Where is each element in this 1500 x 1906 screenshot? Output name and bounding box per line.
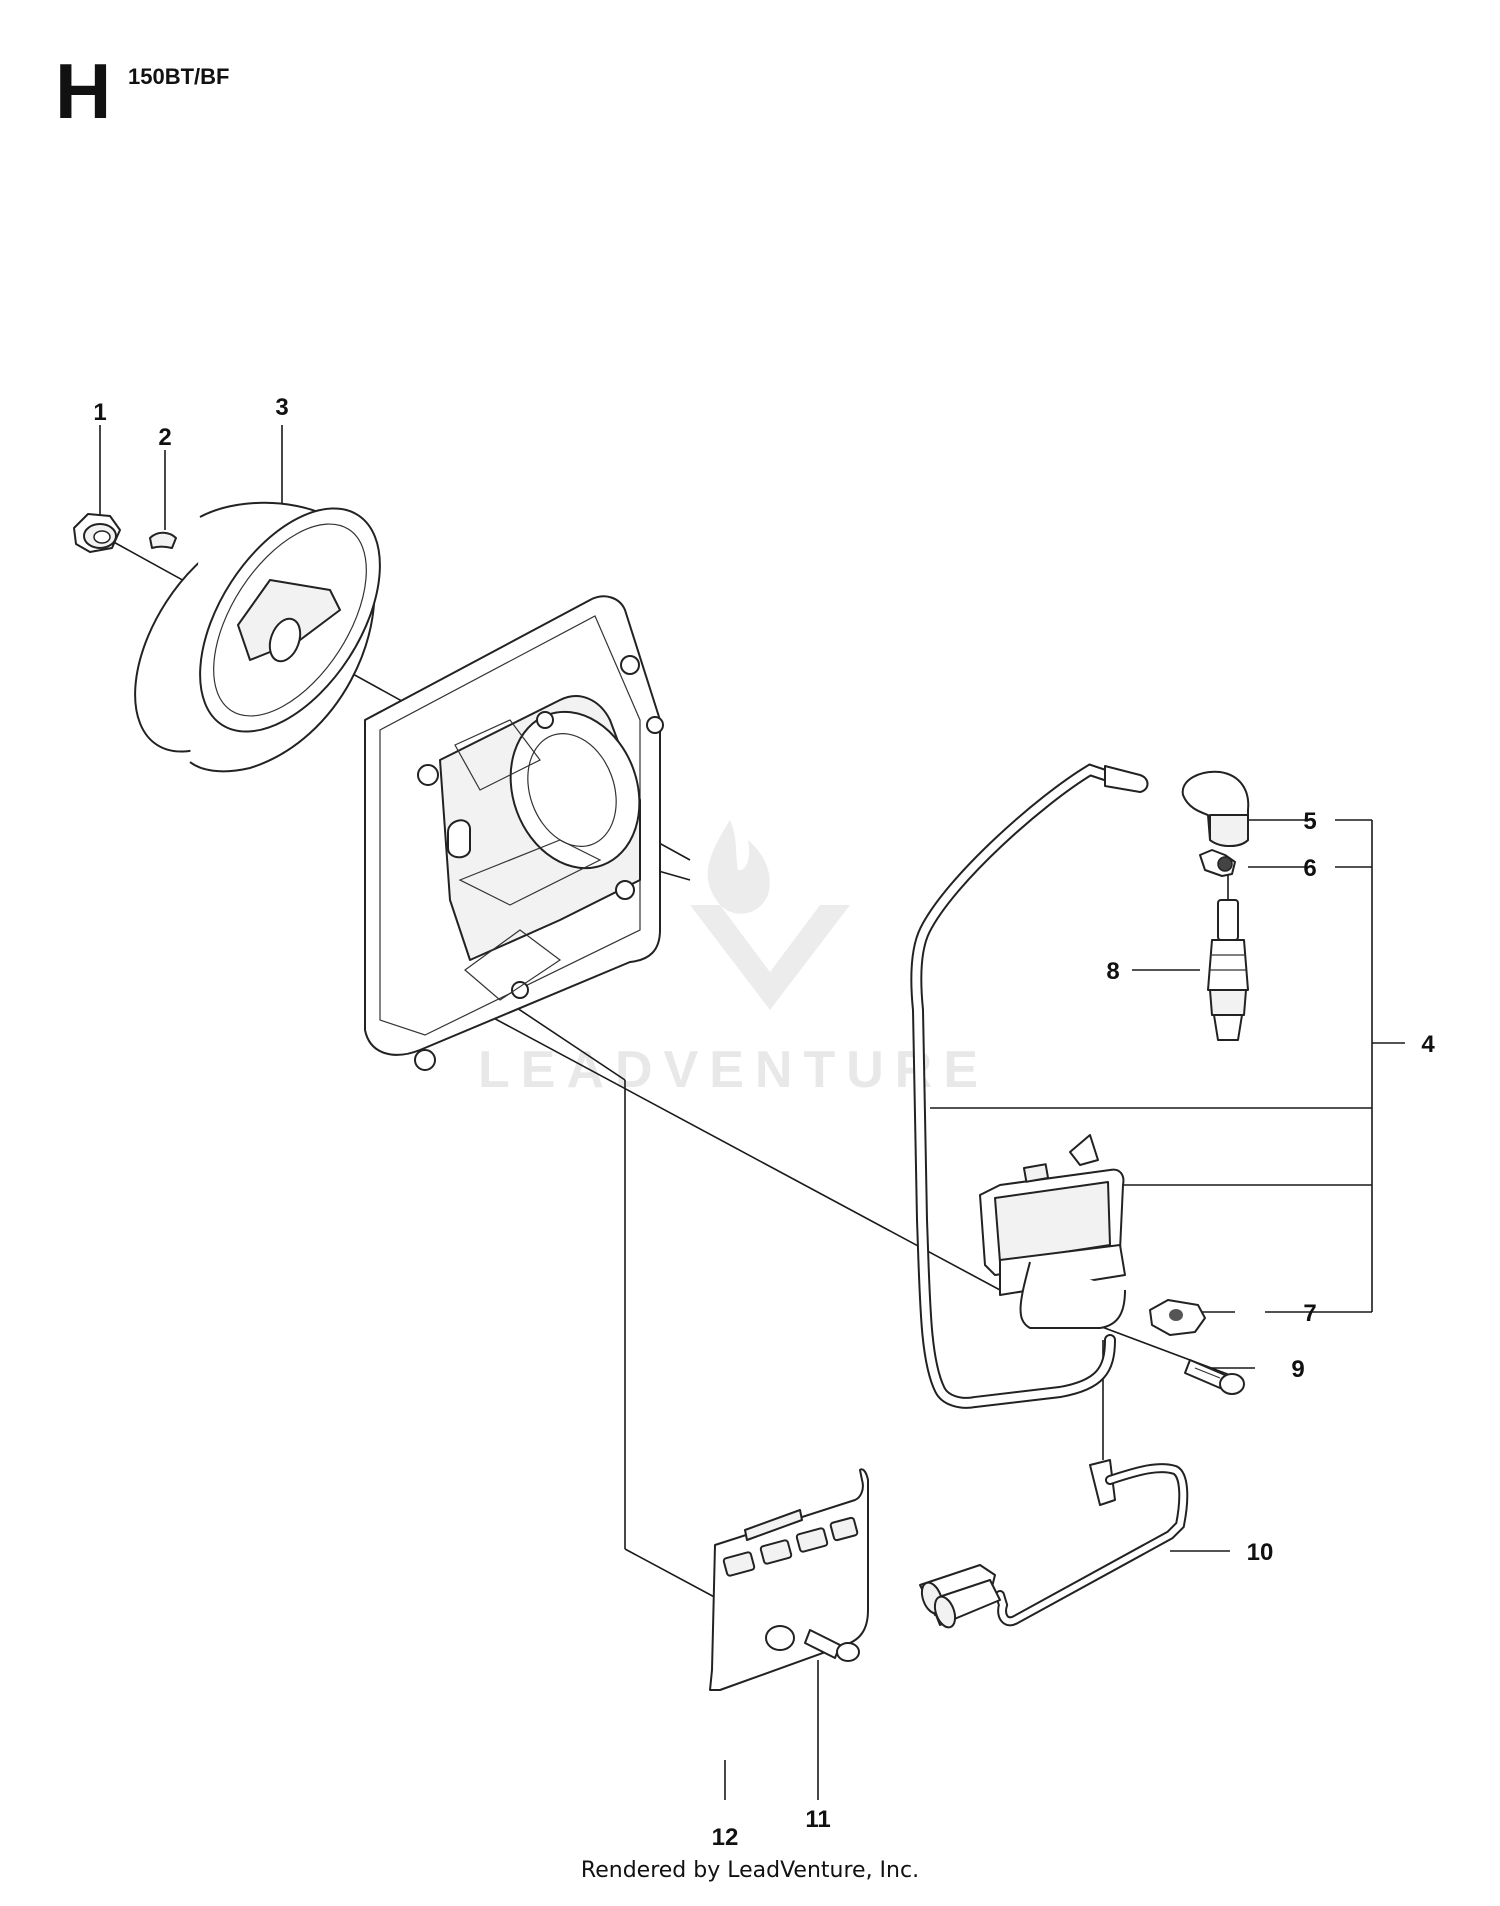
callout-1: 1: [93, 399, 106, 426]
part-1-nut: [73, 513, 121, 553]
part-5-plug-boot: [1181, 770, 1250, 847]
part-4-ignition-lead: [910, 763, 1149, 1409]
callout-2: 2: [158, 424, 171, 451]
footer-credit: Rendered by LeadVenture, Inc.: [580, 1858, 920, 1883]
part-10-stop-cable: [919, 1459, 1189, 1629]
crankcase-housing: [364, 595, 664, 1071]
callout-4: 4: [1421, 1031, 1435, 1058]
callout-8: 8: [1106, 958, 1119, 985]
callout-5: 5: [1303, 808, 1316, 835]
part-7-nut: [1149, 1299, 1206, 1336]
section-letter: H: [55, 47, 112, 135]
part-9-screw: [1184, 1359, 1245, 1395]
part-4-ignition-module: [979, 1134, 1126, 1329]
part-11-screw: [804, 1629, 860, 1662]
callout-10: 10: [1247, 1539, 1274, 1566]
watermark-text: LEADVENTURE: [478, 1041, 990, 1099]
part-8-spark-plug: [1207, 899, 1249, 1041]
callout-3: 3: [275, 394, 288, 421]
model-number: 150BT/BF: [128, 64, 230, 89]
part-2-key: [149, 531, 177, 549]
callout-numbers: 1 2 3 4 5 6 7 8 9 10 11 12: [93, 394, 1435, 1851]
callout-12: 12: [712, 1824, 739, 1851]
callout-11: 11: [805, 1806, 830, 1833]
part-6-spring: [1199, 849, 1236, 877]
callout-9: 9: [1291, 1356, 1304, 1383]
part-3-flywheel: [134, 501, 381, 773]
callout-7: 7: [1303, 1300, 1316, 1327]
part-12-cover-plate: [709, 1468, 869, 1691]
callout-6: 6: [1303, 855, 1316, 882]
